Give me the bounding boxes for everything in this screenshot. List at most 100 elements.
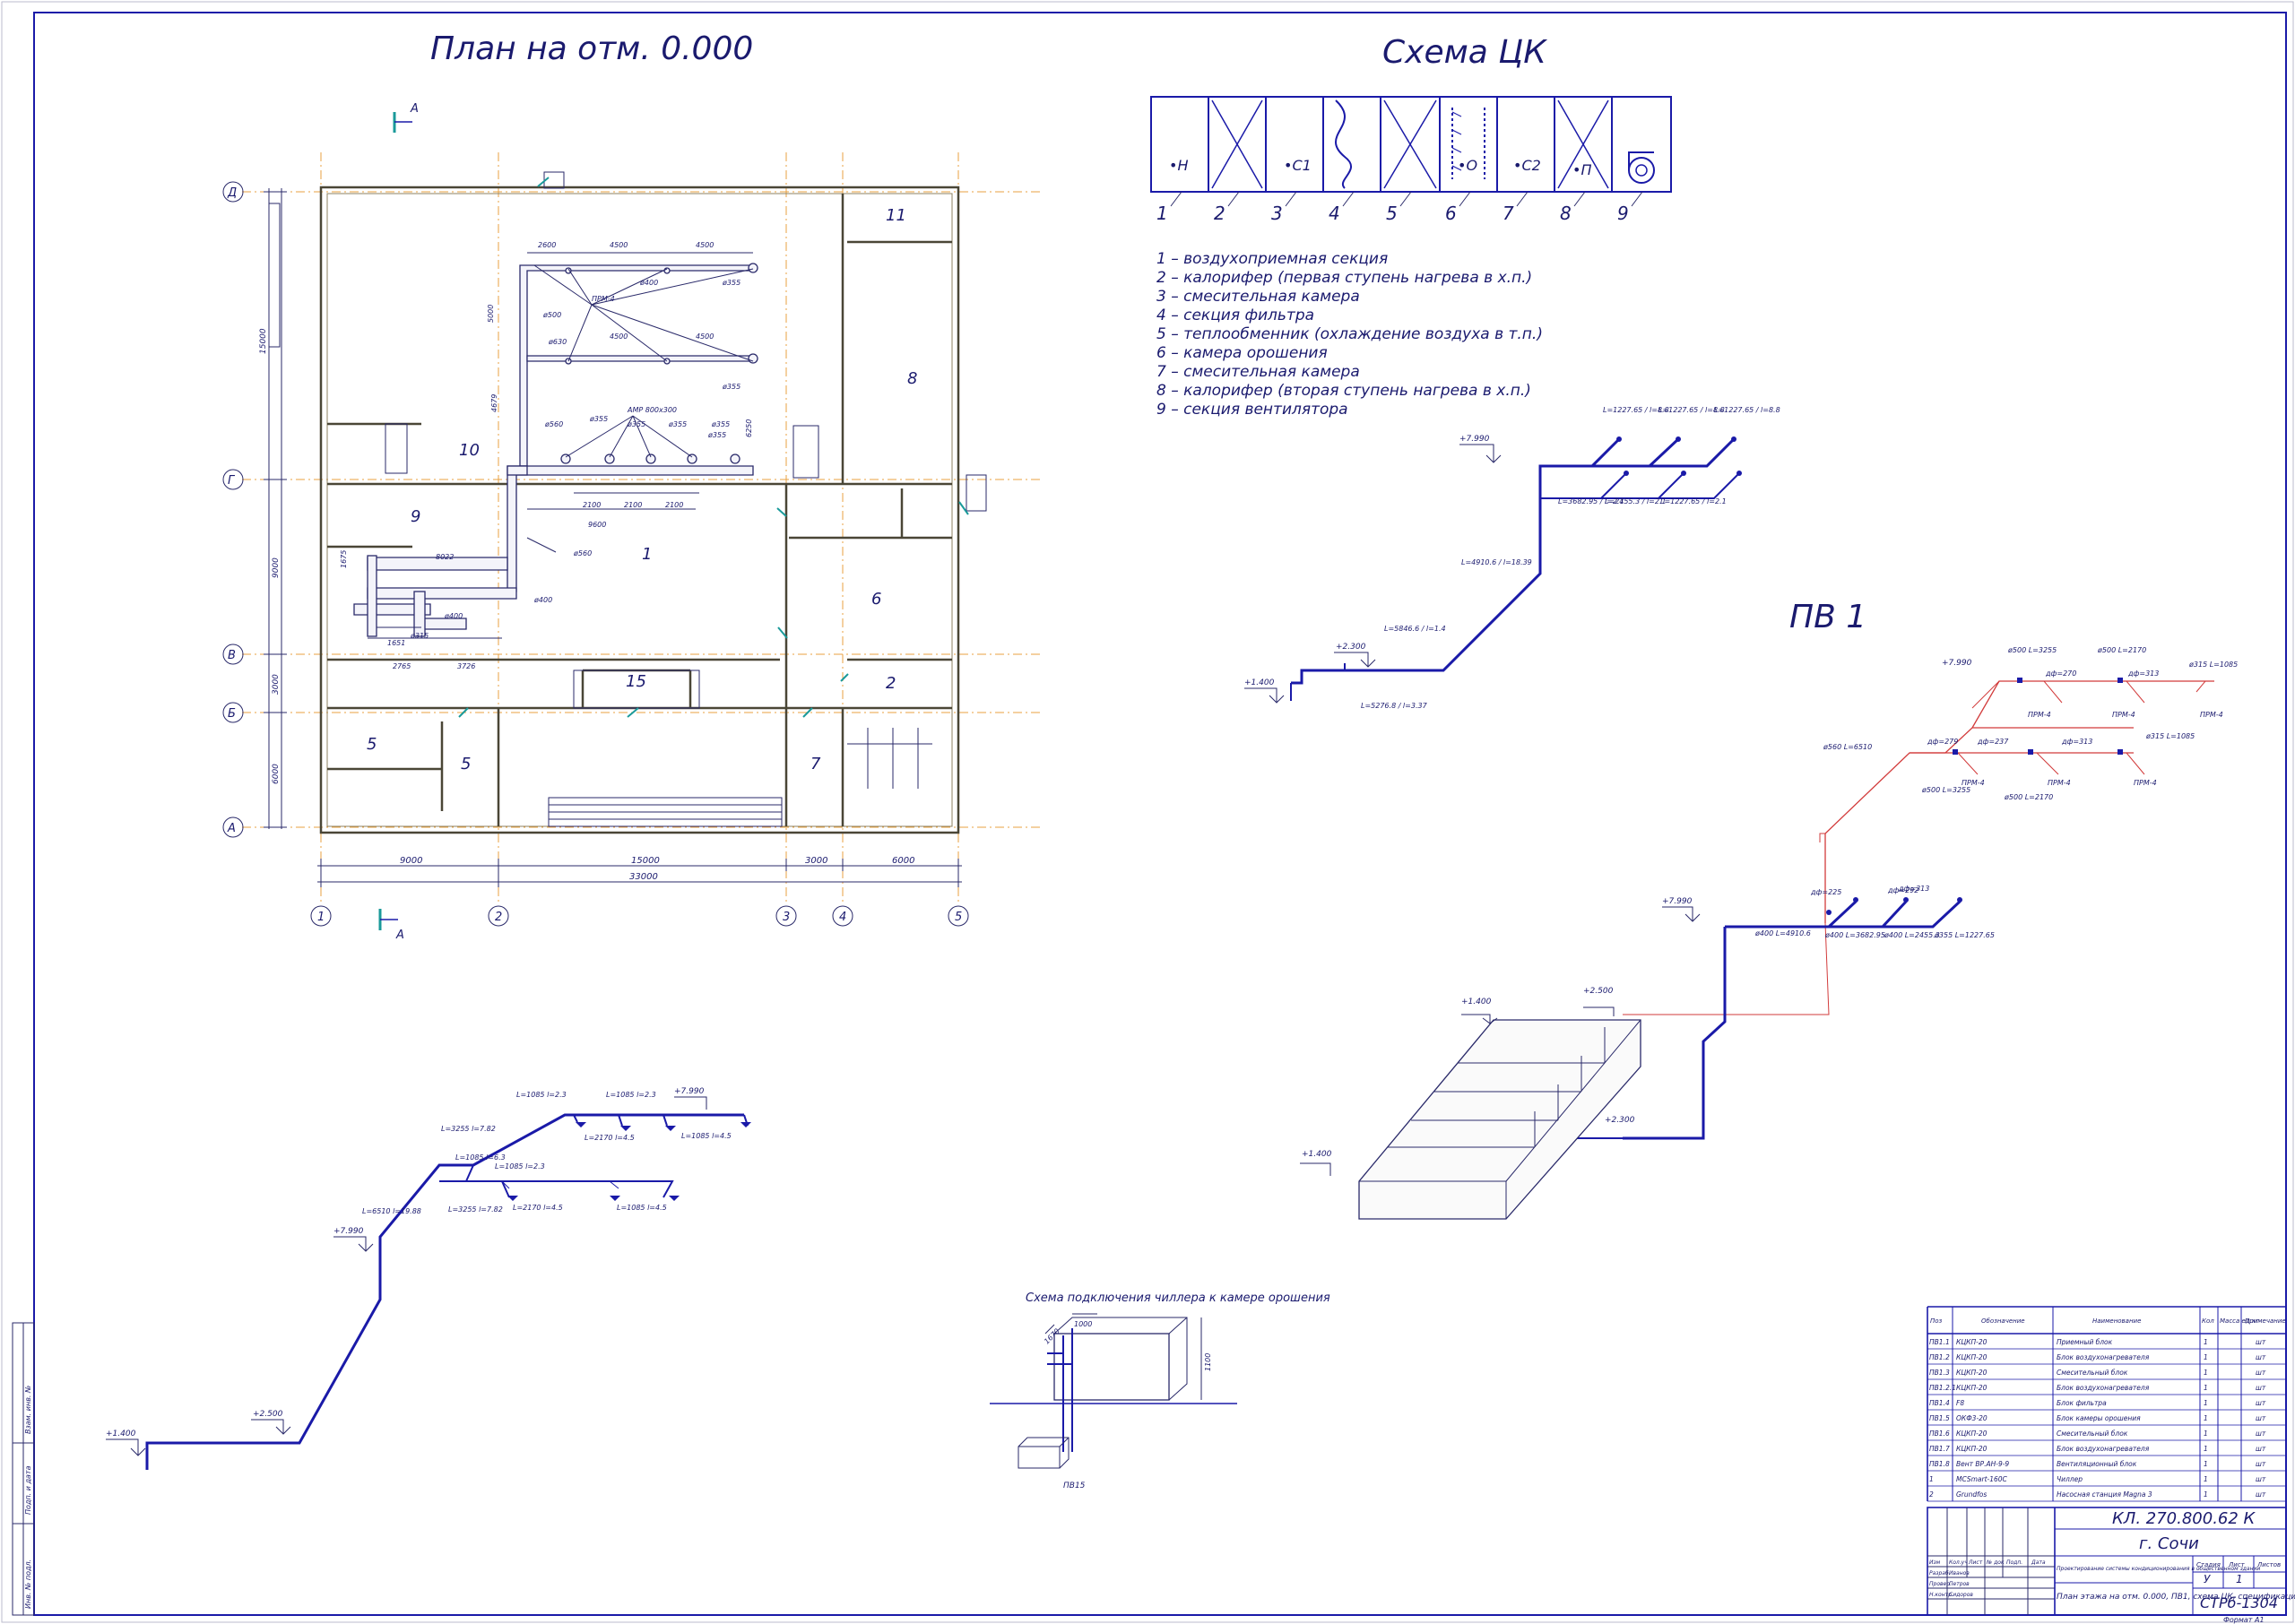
chiller-dim-0: 1000	[1074, 1320, 1092, 1328]
spec-cell-3-1: КЦКП-20	[1956, 1384, 1988, 1392]
stamp-code: КЛ. 270.800.62 К	[2112, 1509, 2256, 1528]
left-flow-5: L=1085 l=6.3	[455, 1153, 506, 1162]
stamp-sheet: 1	[2236, 1573, 2243, 1585]
ck-axon-labels: +7.990 +2.300 +1.400 L=1227.65 / l=8.8 L…	[1244, 406, 1780, 710]
pv1-title: ПВ 1	[1789, 599, 1866, 635]
chiller-dim-2: 1100	[1204, 1353, 1212, 1371]
spec-cell-10-1: Grundfos	[1956, 1490, 1987, 1499]
duct-label-7: ø355	[627, 420, 645, 428]
spec-cell-2-0: ПВ1.3	[1929, 1369, 1950, 1377]
dim-bottom-4: 6000	[892, 856, 914, 866]
duct-dim-6: 2100	[583, 501, 601, 509]
spec-cell-6-0: ПВ1.6	[1929, 1430, 1950, 1438]
pv1-red-0: ø500 L=3255	[2007, 646, 2057, 654]
spec-cell-2-5: шт	[2256, 1369, 2266, 1377]
ck-axon-level-1: +7.990	[1459, 435, 1490, 444]
spec-cell-8-2: Вентиляционный блок	[2057, 1460, 2137, 1468]
ck-axon-flow-3: L=3682.95 / l=2.1	[1558, 497, 1624, 505]
duct-label-15: АМР 800х300	[627, 406, 677, 414]
spec-cell-0-0: ПВ1.1	[1929, 1338, 1950, 1346]
duct-label-14: ø630	[548, 338, 567, 346]
spec-cell-4-3: 1	[2204, 1399, 2208, 1407]
left-flow-7: L=6510 l=19.88	[362, 1207, 421, 1215]
dim-bottom-1: 9000	[400, 856, 422, 866]
axis-col-3: 3	[783, 911, 790, 924]
ck-axon-level-3: +1.400	[1244, 678, 1275, 687]
room-8: 8	[907, 369, 917, 388]
room-11: 11	[886, 206, 906, 225]
pv1-red-3: дф=270	[2045, 669, 2076, 678]
ck-num-1: 1	[1156, 203, 1168, 224]
pv1-blue-5: ø400 L=2455.3	[1884, 931, 1940, 939]
pv1-red-7: дф=237	[1977, 738, 2009, 746]
spec-cell-8-1: Вент ВР.АН-9-9	[1956, 1460, 2009, 1468]
dim-total: 33000	[629, 872, 658, 882]
duct-dim-7: 2100	[624, 501, 642, 509]
ck-label-n: •Н	[1169, 157, 1188, 174]
stamp-role-2: Н.контр.	[1929, 1592, 1953, 1598]
pv1-prm-2: ПРМ-4	[2200, 711, 2223, 719]
section-label-top: А	[410, 102, 419, 116]
spec-cell-8-3: 1	[2204, 1460, 2208, 1468]
stamp-col-5: Дата	[2031, 1559, 2046, 1566]
spec-cell-3-3: 1	[2204, 1384, 2208, 1392]
spec-cell-6-3: 1	[2204, 1430, 2208, 1438]
stamp-format: Формат А1	[2223, 1616, 2265, 1624]
stamp-stage: У	[2204, 1573, 2211, 1585]
pv1-red-labels: ø500 L=3255 ø500 L=2170 ø315 L=1085 дф=2…	[1823, 646, 2238, 801]
pv1-level-0: +7.990	[1942, 659, 1972, 668]
room-labels: 11 8 10 9 1 6 15 2 5 5 7	[367, 206, 917, 773]
axis-col-4: 4	[839, 911, 846, 924]
ck-legend-3: 3 – смесительная камера	[1156, 288, 1360, 306]
spec-cell-3-5: шт	[2256, 1384, 2266, 1392]
spec-cell-6-2: Смесительный блок	[2057, 1430, 2128, 1438]
duct-label-11: ø400	[533, 596, 552, 604]
pv1-red-1: ø500 L=2170	[2097, 646, 2146, 654]
pv1-red-10: ø500 L=3255	[1921, 786, 1970, 794]
pv1-red-5: ø560 L=6510	[1823, 743, 1872, 751]
ck-axon-flow-0: L=1227.65 / l=8.8	[1603, 406, 1669, 414]
duct-label-0: ПРМ-4	[592, 295, 615, 303]
ck-unit	[1150, 96, 1672, 193]
spec-cell-10-3: 1	[2204, 1490, 2208, 1499]
ck-label-p: •П	[1572, 161, 1591, 178]
spec-cell-9-5: шт	[2256, 1475, 2266, 1483]
dim-bottom-2: 15000	[631, 856, 660, 866]
pv1-red-11: ø500 L=2170	[2004, 793, 2053, 801]
pv1-level-5: +1.400	[1302, 1150, 1332, 1159]
duct-dim-3: 4500	[610, 333, 628, 341]
pv1-level-4: +2.300	[1605, 1116, 1635, 1125]
left-level-2: +2.500	[253, 1410, 283, 1419]
duct-dim-11: 3726	[457, 662, 475, 670]
ck-axon-flow-4: L=2455.3 / l=2.1	[1605, 497, 1667, 505]
left-level-1: +7.990	[674, 1087, 705, 1096]
stamp-sheet-title: План этажа на отм. 0.000, ПВ1, схема ЦК,…	[2057, 1593, 2295, 1602]
room-5b: 5	[461, 755, 471, 773]
dim-left-3: 3000	[272, 674, 281, 695]
axis-col-2: 2	[495, 911, 502, 924]
axis-row-4: Б	[228, 707, 236, 721]
pv1-prm-3: ПРМ-4	[1962, 779, 1985, 787]
spec-header-0: Поз	[1930, 1317, 1943, 1325]
plan-title: План на отм. 0.000	[430, 30, 753, 67]
stamp-project: Проектирование системы кондиционирования…	[2057, 1566, 2260, 1572]
stamp-sheets-hdr: Листов	[2256, 1561, 2281, 1568]
side-label-2: Подп. и дата	[24, 1465, 32, 1515]
duct-label-2: ø400	[639, 279, 658, 287]
ck-legend-9: 9 – секция вентилятора	[1156, 401, 1348, 419]
axis-row-1: Д	[227, 186, 237, 200]
duct-dim-5: 9600	[588, 521, 606, 529]
duct-label-8: ø355	[668, 420, 687, 428]
spec-cell-6-1: КЦКП-20	[1956, 1430, 1988, 1438]
ck-axon-flow-8: L=5276.8 / l=3.37	[1361, 702, 1428, 710]
left-flow-8: L=3255 l=7.82	[448, 1205, 503, 1214]
stamp-stage-hdr: Стадия	[2196, 1561, 2221, 1568]
spec-cell-0-1: КЦКП-20	[1956, 1338, 1988, 1346]
axis-row-5: А	[227, 822, 236, 835]
pv1-red-8: дф=313	[2061, 738, 2092, 746]
axis-bubbles-cols: 1 2 3 4 5	[310, 905, 969, 927]
stamp-name-0: Иванов	[1949, 1570, 1970, 1576]
chiller-title: Схема подключения чиллера к камере ороше…	[1026, 1291, 1330, 1305]
room-7: 7	[810, 755, 821, 773]
spec-cell-10-5: шт	[2256, 1490, 2266, 1499]
